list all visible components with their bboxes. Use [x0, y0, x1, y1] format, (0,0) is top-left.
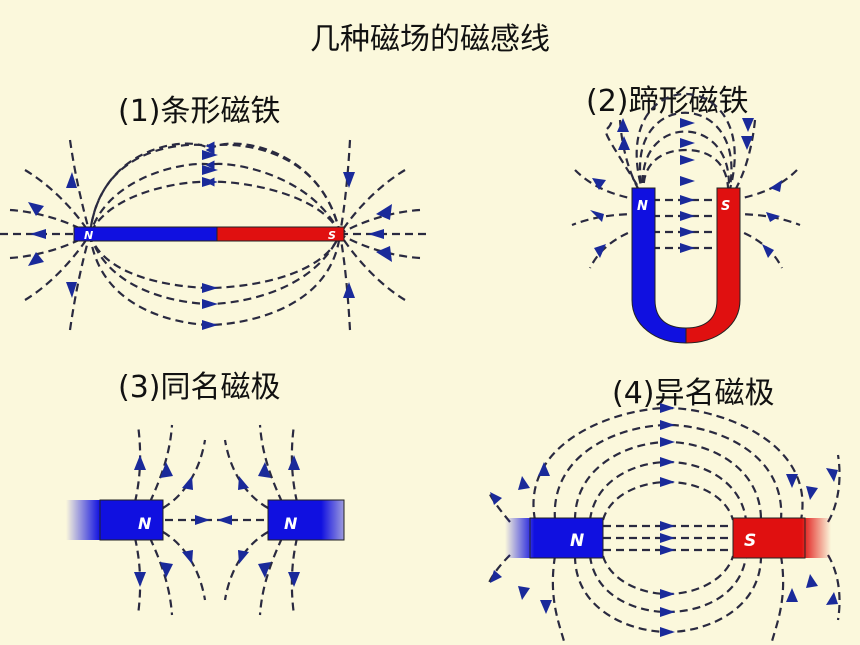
- unlike-south-label: S: [744, 531, 756, 551]
- like-left-north-label: N: [138, 514, 152, 533]
- bar-south-label: S: [328, 229, 336, 242]
- unlike-poles-arrows: [490, 403, 838, 637]
- horseshoe-arrows: [590, 118, 782, 258]
- like-poles-magnets: N N: [66, 499, 345, 541]
- unlike-north-label: N: [570, 531, 584, 551]
- unlike-poles-magnets: N S: [505, 517, 831, 559]
- horseshoe-magnet: N S: [631, 187, 741, 344]
- horseshoe-north-label: N: [637, 199, 648, 214]
- caption-unlike-poles: (4)异名磁极: [612, 376, 775, 411]
- like-poles-arrows: [134, 455, 300, 587]
- bar-magnet-arrows: [28, 150, 392, 330]
- bar-magnet: N S: [73, 226, 345, 242]
- caption-like-poles: (3)同名磁极: [118, 370, 281, 405]
- bar-north-label: N: [84, 229, 93, 242]
- like-right-north-label: N: [284, 514, 298, 533]
- horseshoe-south-label: S: [721, 199, 730, 214]
- caption-bar-magnet: (1)条形磁铁: [118, 94, 281, 129]
- page-title: 几种磁场的磁感线: [310, 22, 550, 57]
